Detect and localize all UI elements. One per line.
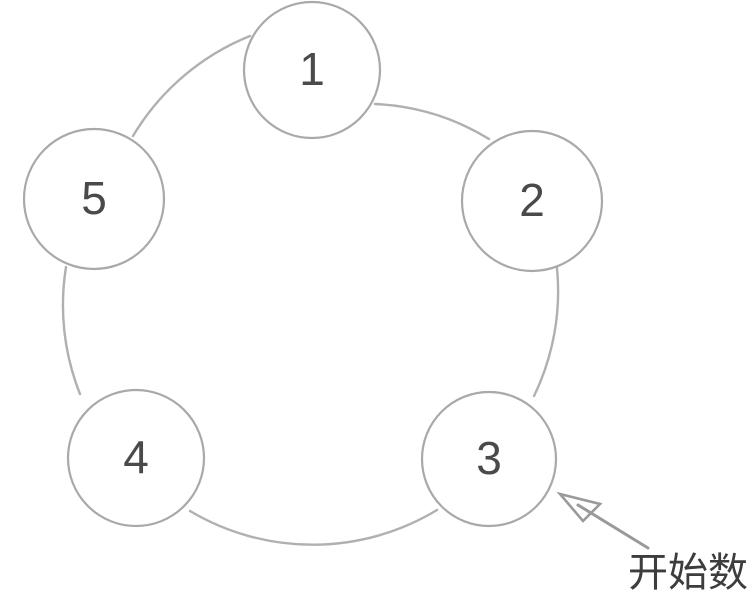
arc-2-to-3 — [532, 266, 560, 398]
node-circle-5[interactable] — [22, 127, 166, 271]
link-arcs — [61, 34, 560, 546]
node-group-1[interactable]: 1 — [242, 0, 382, 140]
arrow-head-icon — [556, 491, 603, 523]
node-group-3[interactable]: 3 — [420, 390, 558, 528]
start-pointer-arrow — [556, 491, 650, 550]
node-circle-4[interactable] — [66, 388, 206, 528]
node-label-2: 2 — [519, 174, 545, 226]
node-group-4[interactable]: 4 — [66, 388, 206, 528]
arc-3-to-4 — [188, 508, 439, 546]
node-group-5[interactable]: 5 — [22, 127, 166, 271]
node-circle-3[interactable] — [420, 390, 558, 528]
node-group-2[interactable]: 2 — [460, 129, 604, 273]
node-label-3: 3 — [476, 432, 502, 484]
arc-5-to-1 — [131, 34, 252, 138]
node-circle-2[interactable] — [460, 129, 604, 273]
node-circle-1[interactable] — [242, 0, 382, 140]
node-label-1: 1 — [299, 43, 325, 95]
start-number-annotation-label: 开始数 — [628, 550, 748, 596]
node-label-4: 4 — [123, 431, 149, 483]
arc-4-to-5 — [61, 265, 82, 396]
arrow-shaft — [576, 503, 650, 550]
arc-1-to-2 — [373, 102, 491, 141]
node-label-5: 5 — [81, 172, 107, 224]
